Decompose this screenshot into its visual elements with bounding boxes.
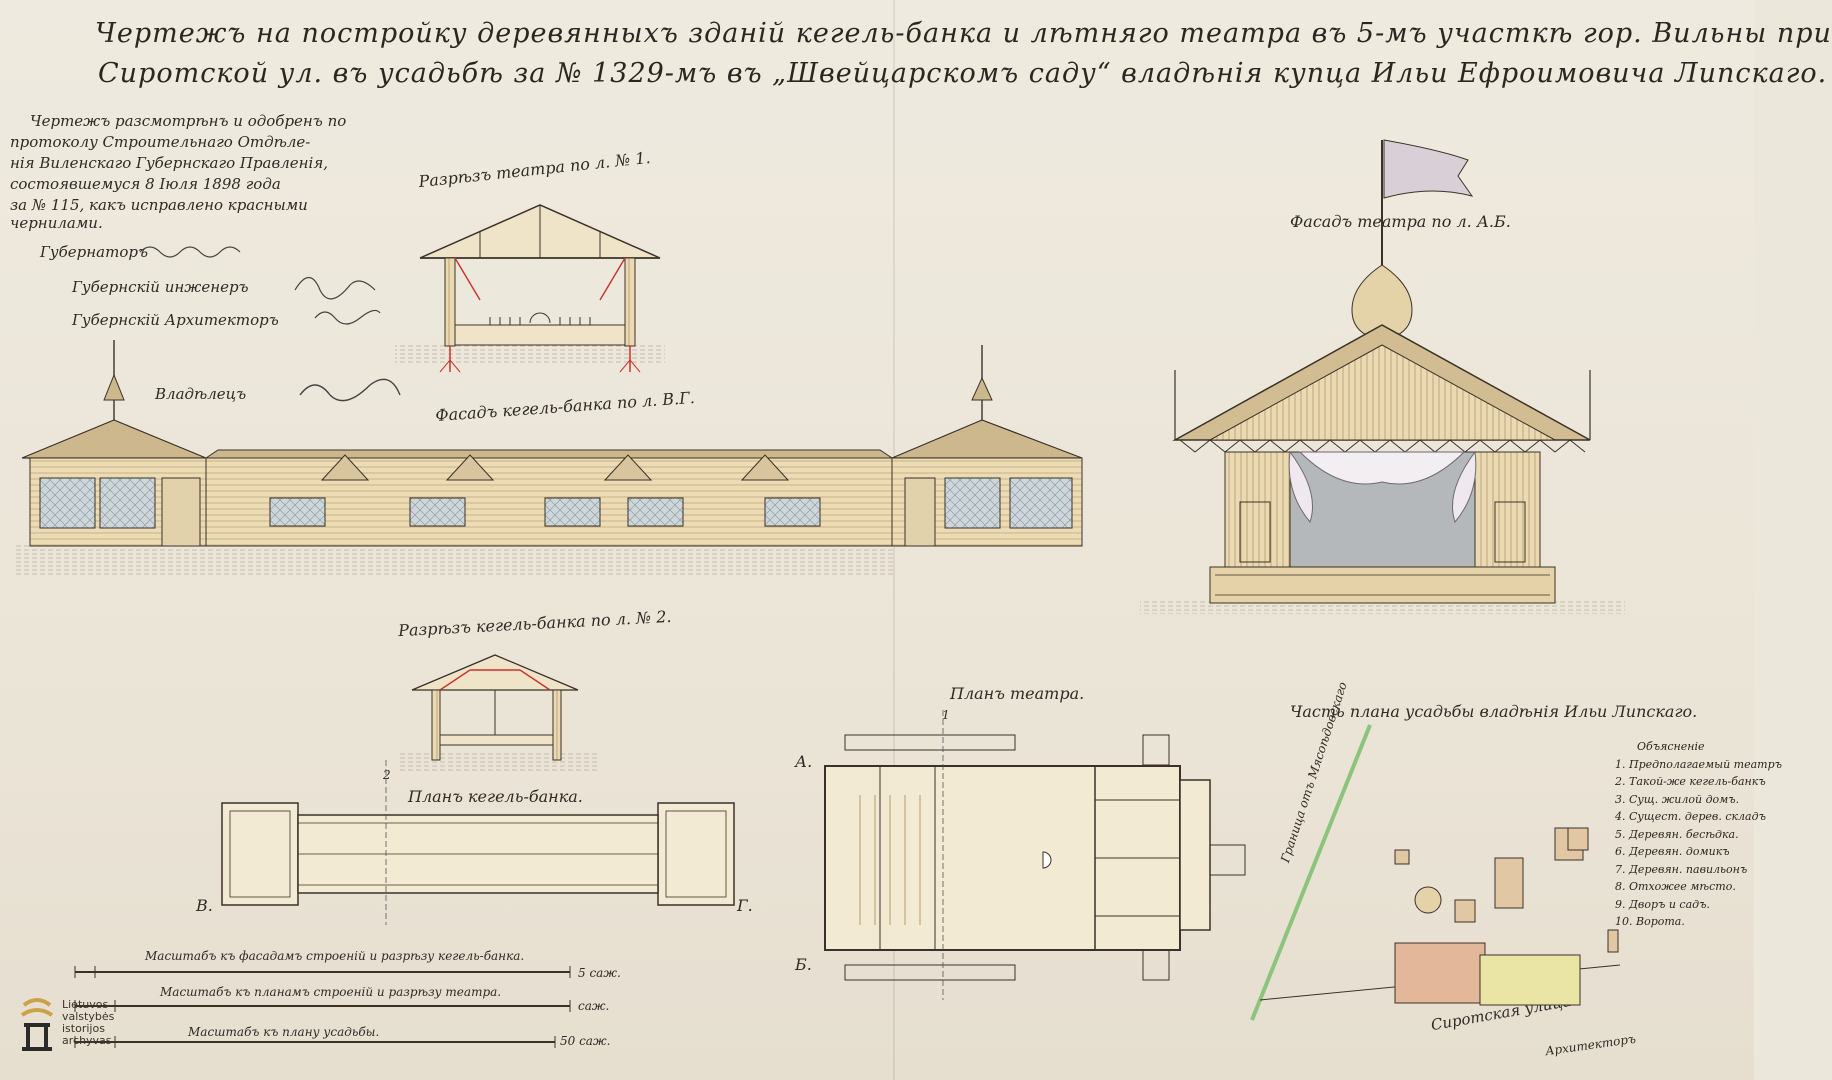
scale-1-unit: 5 саж. xyxy=(578,966,621,980)
owner-signature-label: Владѣлецъ xyxy=(155,385,247,403)
approval-line-5: за № 115, какъ исправлено красными xyxy=(10,196,308,214)
drawings xyxy=(15,139,1625,1048)
scale-1-label: Масштабъ къ фасадамъ строенiй и разрѣзу … xyxy=(145,949,525,963)
plan-mark-g: Г. xyxy=(737,896,753,915)
plan-mark-1: 1 xyxy=(942,708,950,722)
plan-mark-b: Б. xyxy=(795,955,812,974)
legend-item: 10. Ворота. xyxy=(1615,915,1685,928)
kegel-plan-label: Планъ кегель-банка. xyxy=(408,787,583,806)
approval-line-6: чернилами. xyxy=(10,214,103,232)
approval-line-1: Чертежъ разсмотрѣнъ и одобренъ по xyxy=(30,112,347,130)
scale-2-unit: саж. xyxy=(578,999,610,1013)
architect-label: Губернскiй Архитекторъ xyxy=(72,311,279,329)
approval-line-3: нiя Виленскаго Губернскаго Правленiя, xyxy=(10,154,329,172)
legend-item: 5. Деревян. бесѣдка. xyxy=(1615,827,1739,841)
legend-title: Объясненiе xyxy=(1637,740,1705,753)
title-line-1: Чертежъ на постройку деревянныхъ зданiй … xyxy=(95,18,1832,49)
governor-label: Губернаторъ xyxy=(40,243,148,261)
archive-logo: Lietuvos valstybės istorijos archyvas xyxy=(20,995,114,1051)
title-line-2: Сиротской ул. въ усадьбѣ за № 1329-мъ въ… xyxy=(98,58,1828,89)
legend-item: 3. Сущ. жилой домъ. xyxy=(1615,792,1740,806)
engineer-label: Губернскiй инженеръ xyxy=(72,278,249,296)
archive-line-2: valstybės xyxy=(62,1010,115,1023)
legend-item: 6. Деревян. домикъ xyxy=(1615,845,1730,858)
archive-emblem-icon xyxy=(20,998,54,1051)
theatre-facade-label: Фасадъ театра по л. А.Б. xyxy=(1290,212,1511,231)
scale-3-label: Масштабъ къ плану усадьбы. xyxy=(188,1025,380,1039)
governor-signature xyxy=(139,246,241,258)
plan-mark-a: А. xyxy=(795,752,813,771)
legend-item: 4. Сущест. дерев. складъ xyxy=(1615,810,1766,823)
theatre-section-drawing xyxy=(395,204,665,373)
legend-item: 1. Предполагаемый театръ xyxy=(1615,757,1782,771)
plan-mark-v: В. xyxy=(196,896,213,915)
owner-signature xyxy=(299,378,401,402)
archive-line-1: Lietuvos xyxy=(62,998,109,1011)
scale-2-label: Масштабъ къ планамъ строенiй и разрѣзу т… xyxy=(160,985,502,999)
kegel-bank-section-drawing xyxy=(400,654,600,772)
legend: Объясненiе 1. Предполагаемый театръ 2. Т… xyxy=(1615,738,1782,931)
legend-item: 2. Такой-же кегель-банкъ xyxy=(1615,775,1766,788)
architect-signature xyxy=(314,309,381,325)
approval-line-2: протоколу Строительнаго Отдѣле- xyxy=(10,133,311,151)
legend-item: 8. Отхожее мѣсто. xyxy=(1615,880,1736,893)
theatre-plan-drawing xyxy=(824,710,1246,1000)
theatre-plan-label: Планъ театра. xyxy=(950,684,1085,703)
kegel-bank-facade-drawing xyxy=(15,340,1083,575)
scale-bars xyxy=(74,966,571,1048)
approval-line-4: состоявшемуся 8 Iюля 1898 года xyxy=(10,175,281,193)
archive-line-3: istorijos xyxy=(62,1022,105,1035)
scale-3-unit: 50 саж. xyxy=(560,1034,611,1048)
engineer-signature xyxy=(294,276,376,300)
legend-item: 7. Деревян. павильонъ xyxy=(1615,862,1748,876)
theatre-facade-drawing xyxy=(1140,139,1625,614)
legend-item: 9. Дворъ и садъ. xyxy=(1615,897,1710,911)
estate-plan-drawing xyxy=(1250,724,1621,1021)
kegel-bank-plan-drawing xyxy=(221,760,735,925)
archive-line-4: archyvas xyxy=(62,1034,112,1047)
plan-mark-2: 2 xyxy=(383,768,391,782)
estate-plan-label: Часть плана усадьбы владѣнiя Ильи Липска… xyxy=(1290,702,1698,721)
